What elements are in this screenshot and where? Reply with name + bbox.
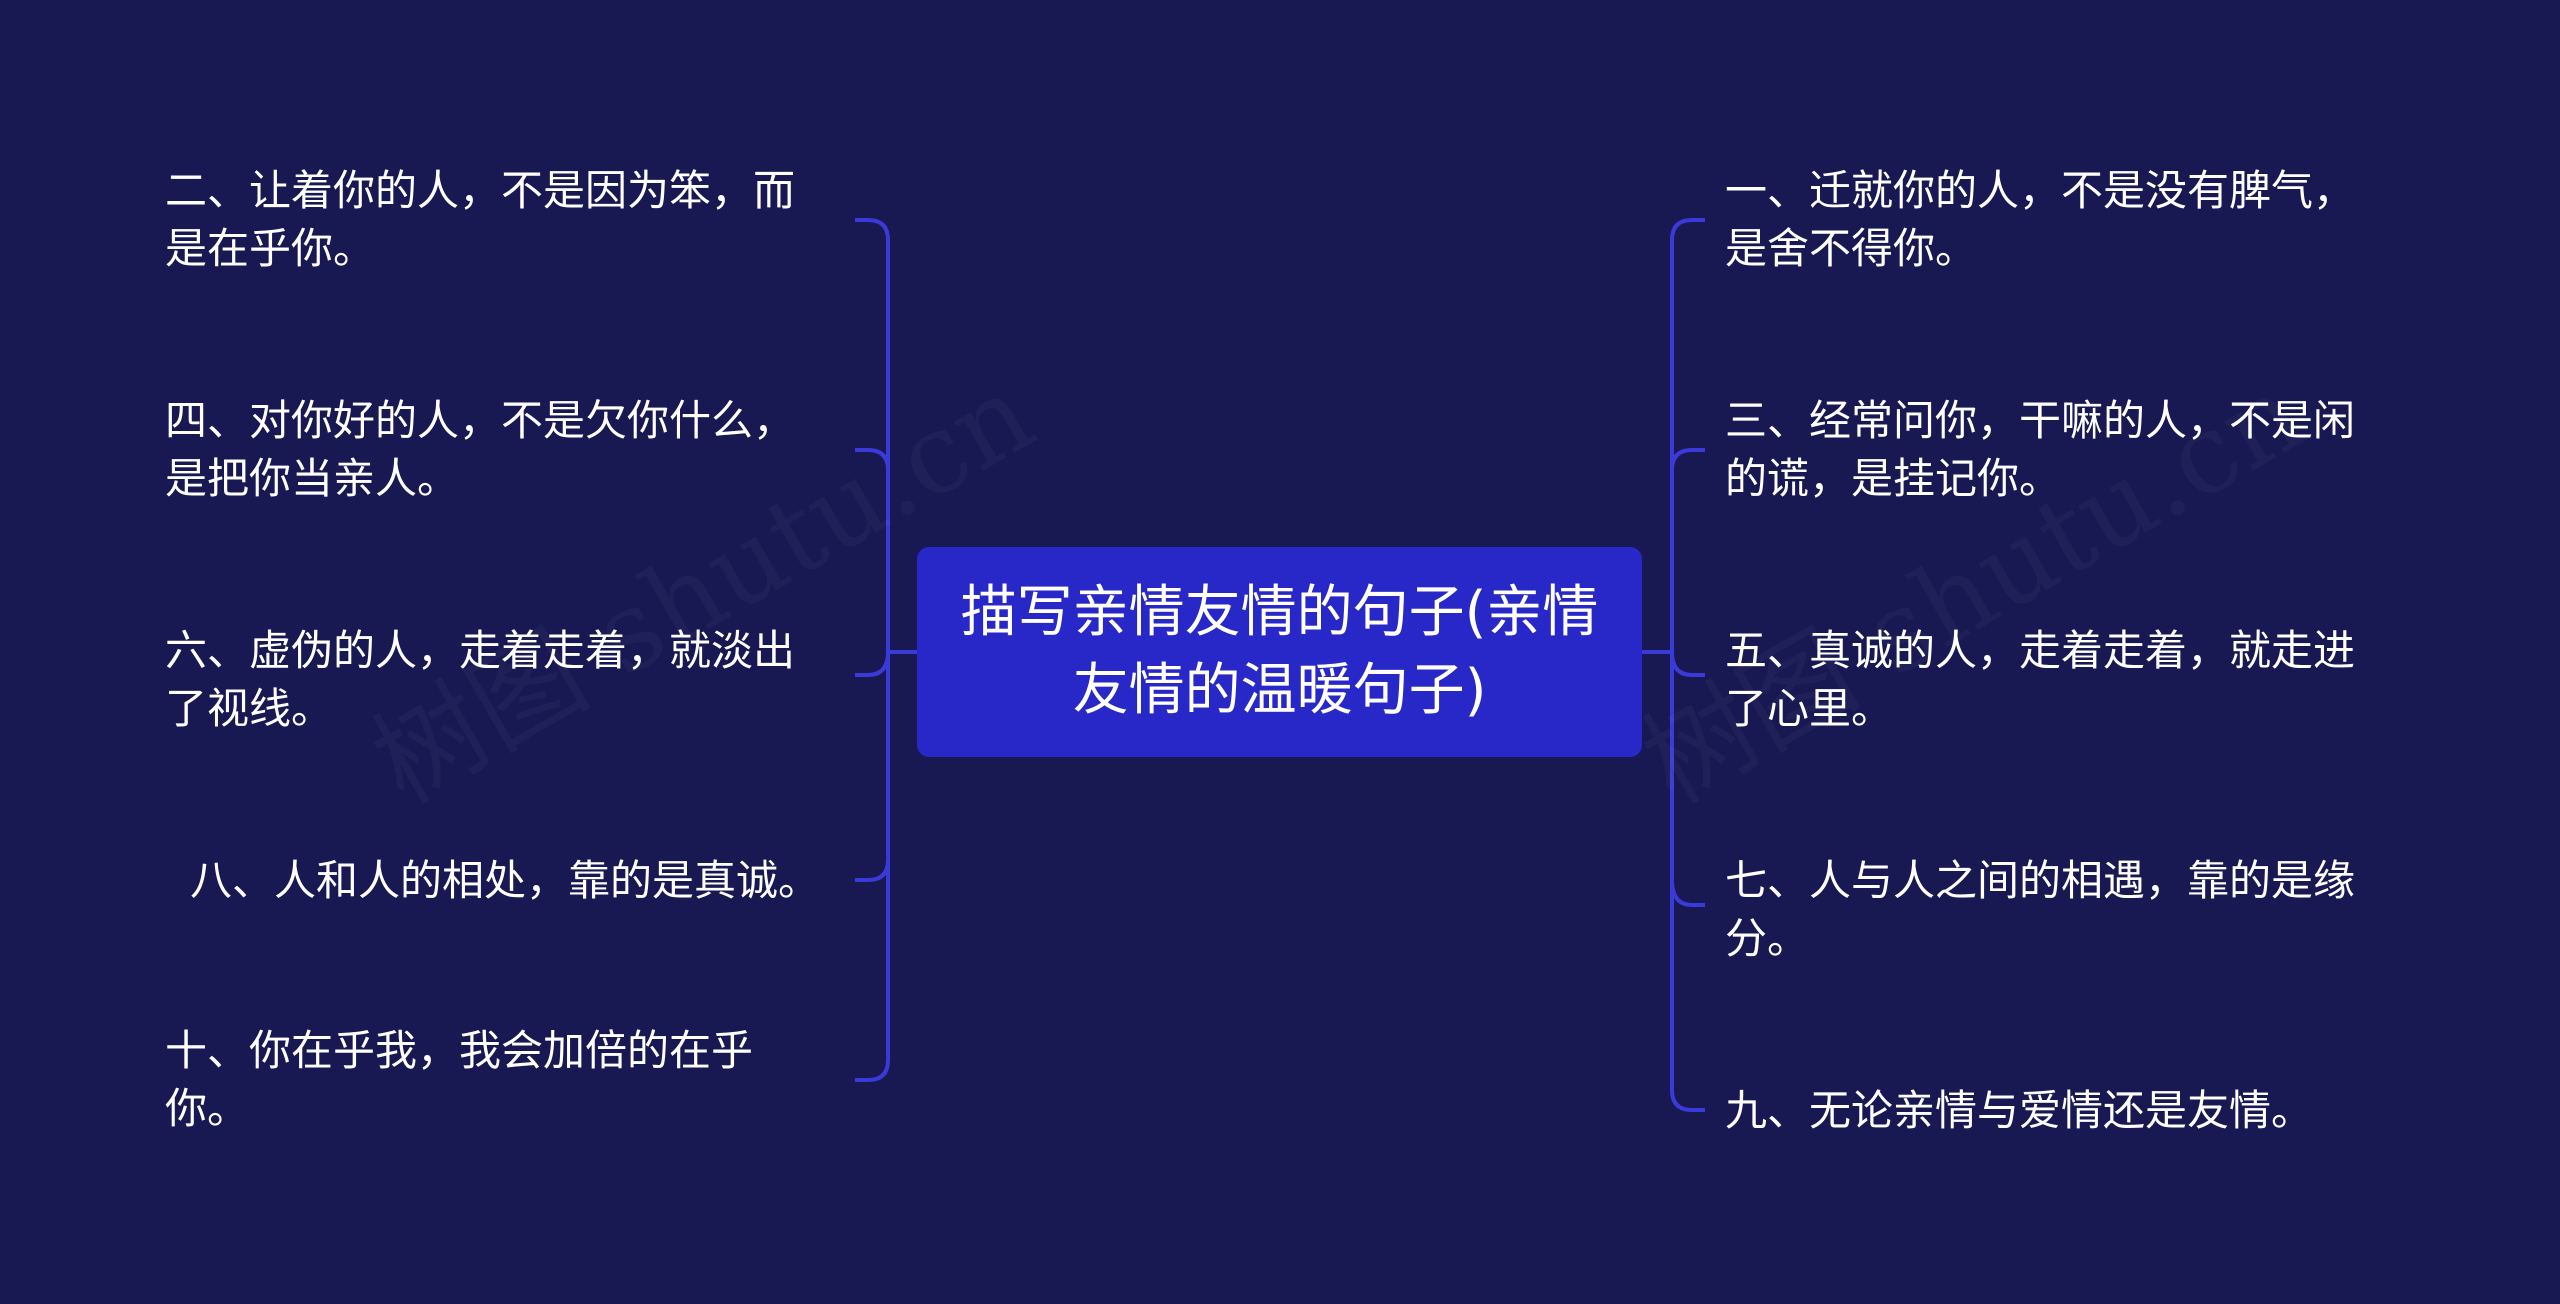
left-branch-item-5[interactable]: 十、你在乎我，我会加倍的在乎你。 <box>165 1026 754 1133</box>
central-topic-node[interactable]: 描写亲情友情的句子(亲情友情的温暖句子) <box>917 547 1642 757</box>
right-branch-item-4[interactable]: 七、人与人之间的相遇，靠的是缘分。 <box>1725 856 2356 963</box>
right-connector-branch-3 <box>1670 651 1705 677</box>
left-branch-item-3[interactable]: 六、虚伪的人，走着走着，就淡出了视线。 <box>165 626 796 733</box>
right-connector-branch-1 <box>1670 218 1705 241</box>
right-branch-item-3[interactable]: 五、真诚的人，走着走着，就走进了心里。 <box>1725 626 2356 733</box>
right-branch-item-2[interactable]: 三、经常问你，干嘛的人，不是闲的谎，是挂记你。 <box>1725 396 2356 503</box>
left-connector-branch-2 <box>855 448 890 471</box>
left-connector-branch-4 <box>855 859 890 882</box>
right-connector-branch-2 <box>1670 448 1705 471</box>
left-branch-item-2[interactable]: 四、对你好的人，不是欠你什么，是把你当亲人。 <box>165 396 796 503</box>
left-connector-branch-1 <box>855 218 890 241</box>
right-connector-branch-4 <box>1670 879 1705 907</box>
left-connector-branch-3 <box>855 651 890 677</box>
right-branch-item-1[interactable]: 一、迁就你的人，不是没有脾气，是舍不得你。 <box>1725 166 2356 273</box>
central-topic-title: 描写亲情友情的句子(亲情友情的温暖句子) <box>960 580 1599 723</box>
left-branch-item-1[interactable]: 二、让着你的人，不是因为笨，而是在乎你。 <box>165 166 796 273</box>
right-branch-item-5[interactable]: 九、无论亲情与爱情还是友情。 <box>1725 1086 2314 1135</box>
left-connector-branch-5 <box>855 1059 890 1082</box>
right-connector-branch-5 <box>1670 1089 1705 1112</box>
left-branch-item-4[interactable]: 八、人和人的相处，靠的是真诚。 <box>190 856 821 905</box>
